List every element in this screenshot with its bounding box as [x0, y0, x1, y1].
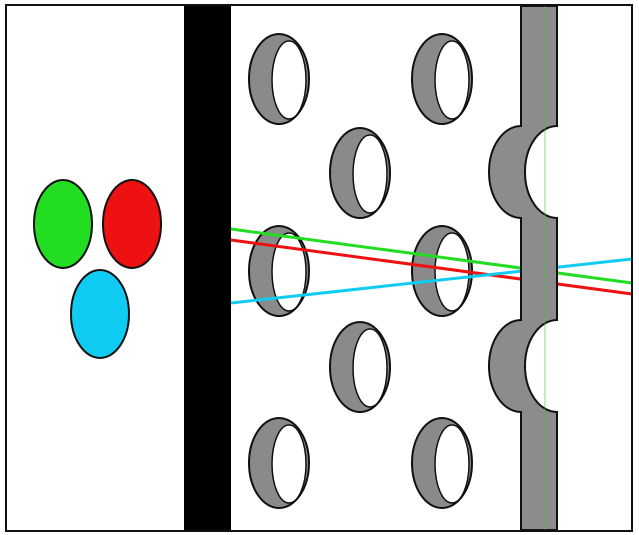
blue-light-source: [70, 269, 130, 359]
hole: [248, 417, 310, 509]
red-light-ray: [230, 238, 633, 296]
black-barrier: [184, 6, 231, 530]
hole: [411, 417, 473, 509]
hole-opening: [271, 232, 307, 312]
red-light-source: [102, 179, 162, 269]
hole-grid: [248, 33, 473, 509]
green-light-source: [33, 179, 93, 269]
green-light-ray: [230, 227, 633, 285]
hole: [329, 321, 391, 413]
hole: [329, 127, 391, 219]
hole: [411, 33, 473, 125]
blue-light-ray: [230, 257, 633, 305]
light-rays: [230, 227, 633, 305]
hole-opening: [271, 424, 307, 504]
hole-opening: [271, 40, 307, 120]
frame-border: [5, 4, 633, 532]
light-sources: [33, 179, 162, 359]
hole-opening: [352, 328, 388, 408]
hole-opening: [434, 424, 470, 504]
hole: [248, 33, 310, 125]
hole-opening: [352, 134, 388, 214]
hole-opening: [434, 40, 470, 120]
hole: [411, 225, 473, 317]
